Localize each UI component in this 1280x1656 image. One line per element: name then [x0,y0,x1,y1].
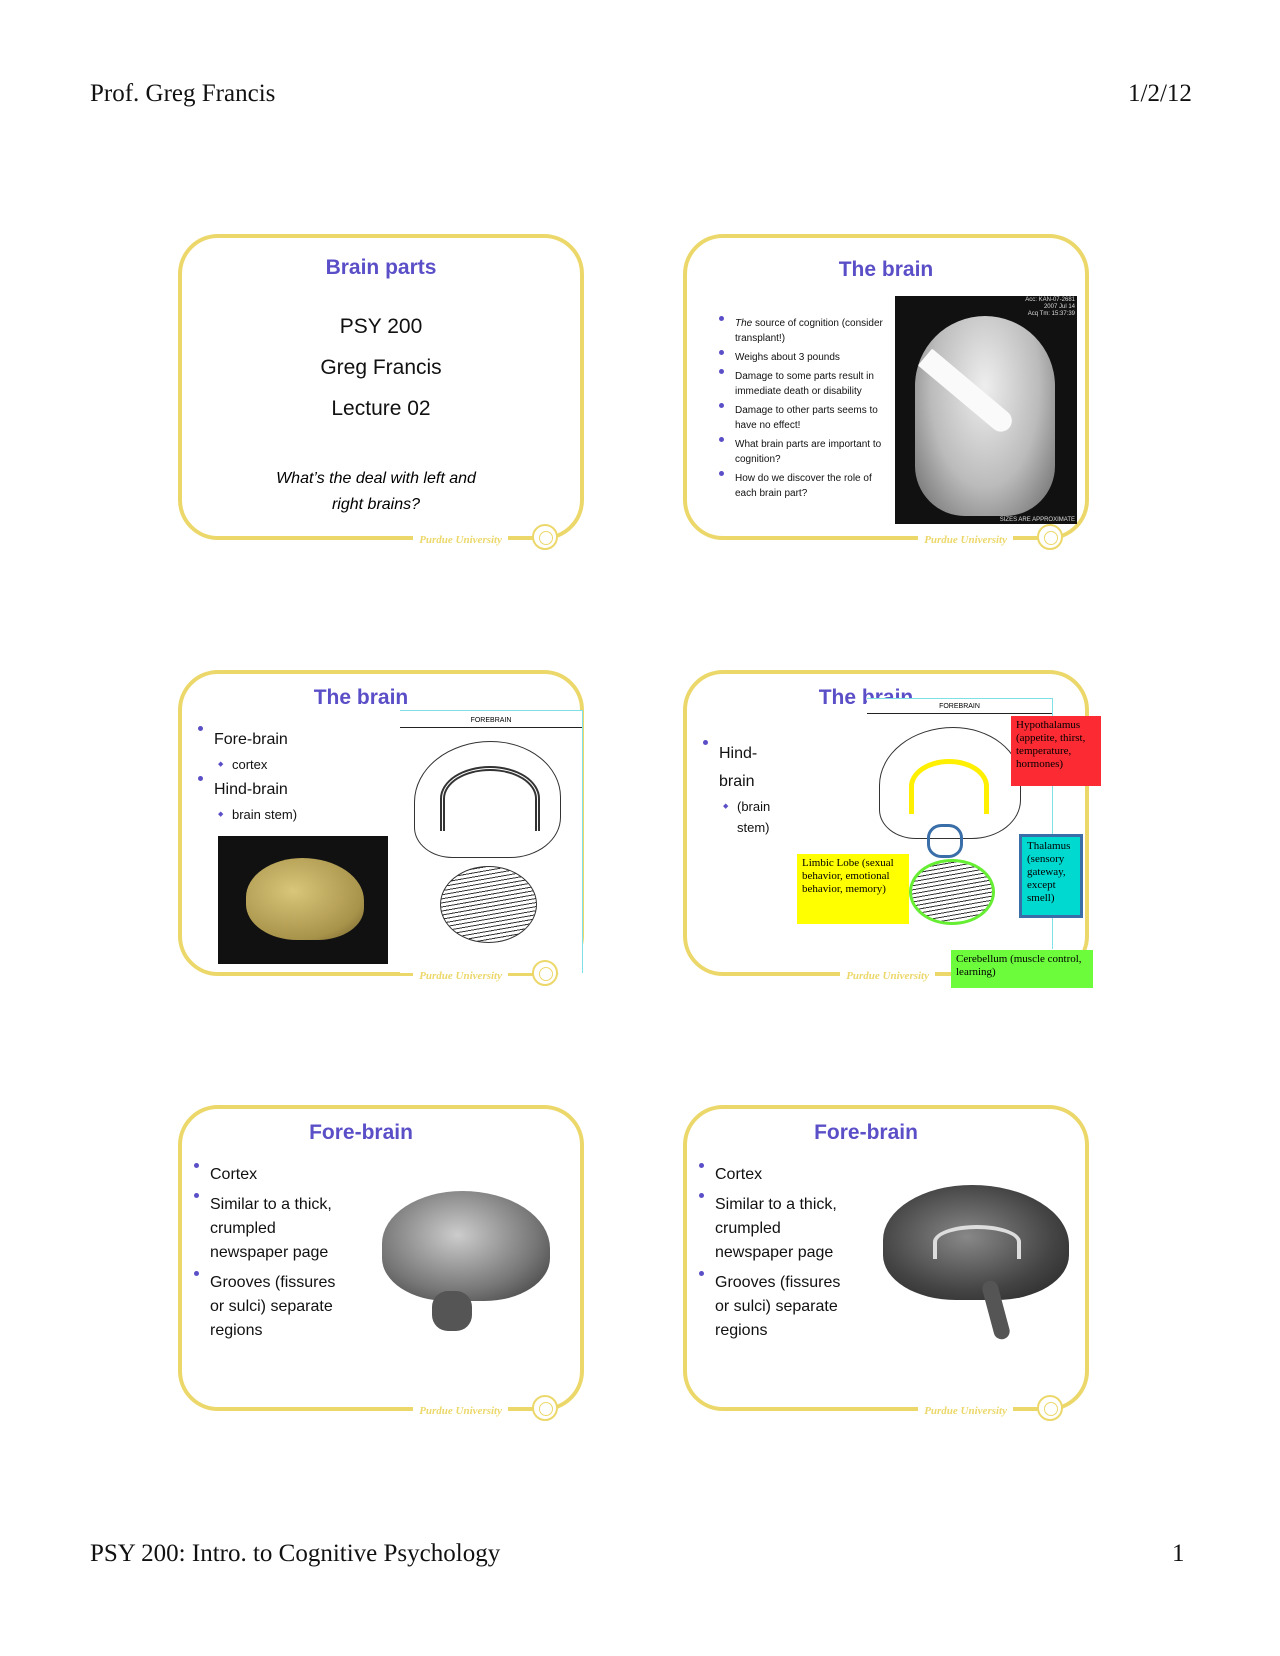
purdue-seal-icon [1037,524,1063,550]
bullet: Fore-brain [196,726,297,754]
bullet-list: Cortex Similar to a thick, crumpled news… [192,1163,352,1343]
bullet: Similar to a thick, crumpled newspaper p… [192,1193,352,1265]
thalamus-label: Thalamus (sensory gateway, except smell) [1019,834,1083,918]
header-author: Prof. Greg Francis [90,80,276,107]
hypothalamus-label: Hypothalamus (appetite, thirst, temperat… [1011,716,1101,786]
bullet: Cortex [192,1163,352,1187]
bullet-list: The source of cognition (consider transp… [717,316,887,501]
course-line: PSY 200 [339,315,423,338]
thalamus-highlight [927,824,963,858]
purdue-brand: Purdue University [413,1405,508,1417]
bullet: How do we discover the role of each brai… [717,471,887,501]
header-date: 1/2/12 [1128,80,1192,107]
purdue-seal-icon [532,524,558,550]
xray-caption: Acq Tm: 15:37:39 [1027,311,1075,317]
xray-caption: 2007 Jul 14 [1043,304,1075,310]
slide-title: The brain [313,686,409,709]
bullet: Cortex [697,1163,857,1187]
footer-course: PSY 200: Intro. to Cognitive Psychology [90,1540,501,1567]
forebrain-diagram: FOREBRAIN [400,710,583,973]
xray-caption: Acc: KAN-07-2681 [1025,297,1075,303]
question-line: right brains? [331,496,421,513]
slide-title: Brain parts [325,256,437,279]
xray-caption: SIZES ARE APPROXIMATE [999,517,1075,523]
sub-bullet: brain stem) [196,804,297,826]
slide-1: Brain parts PSY 200 Greg Francis Lecture… [178,234,584,550]
bullet-list: Hind-brain (brain stem) [701,740,781,838]
bullet: Weighs about 3 pounds [717,350,887,365]
cerebellum-label: Cerebellum (muscle control, learning) [951,950,1093,988]
bullet: Damage to some parts result in immediate… [717,369,887,399]
cerebellum-highlight [909,859,995,925]
purdue-brand: Purdue University [413,534,508,546]
author-line: Greg Francis [320,356,442,379]
purdue-seal-icon [1037,1395,1063,1421]
bullet: What brain parts are important to cognit… [717,437,887,467]
slide-6: Fore-brain Cortex Similar to a thick, cr… [683,1105,1089,1421]
slide-2: The brain The source of cognition (consi… [683,234,1089,550]
slide-title: Fore-brain [309,1121,413,1144]
purdue-brand: Purdue University [840,970,935,982]
bullet-list: Cortex Similar to a thick, crumpled news… [697,1163,857,1343]
bullet: Damage to other parts seems to have no e… [717,403,887,433]
lecture-line: Lecture 02 [331,397,431,420]
bullet-list: Fore-brain cortex Hind-brain brain stem) [196,726,297,826]
slide-title: The brain [838,258,934,281]
bullet: Similar to a thick, crumpled newspaper p… [697,1193,857,1265]
brain-sagittal-image [883,1185,1073,1345]
purdue-brand: Purdue University [918,534,1013,546]
brain-lateral-image [382,1191,552,1336]
question-line: What’s the deal with left and [276,470,476,487]
purdue-seal-icon [532,960,558,986]
purdue-brand: Purdue University [413,970,508,982]
skull-xray-image: Acc: KAN-07-2681 2007 Jul 14 Acq Tm: 15:… [895,296,1077,524]
slide-title: Fore-brain [814,1121,918,1144]
diagram-label: FOREBRAIN [470,717,512,724]
slide-5: Fore-brain Cortex Similar to a thick, cr… [178,1105,584,1421]
sub-bullet: (brain stem) [701,796,781,838]
slide-question: What’s the deal with left and right brai… [182,466,570,518]
bullet: Grooves (fissures or sulci) separate reg… [192,1271,352,1343]
slide-subtitle: PSY 200 Greg Francis Lecture 02 [182,306,580,429]
bullet-emphasis: The [735,318,753,329]
brain-photo [218,836,388,964]
sub-bullet: cortex [196,754,297,776]
bullet: Grooves (fissures or sulci) separate reg… [697,1271,857,1343]
diagram-label: FOREBRAIN [939,703,980,710]
bullet: Hind-brain [196,776,297,804]
bullet-text: source of cognition (consider transplant… [735,318,883,344]
purdue-seal-icon [532,1395,558,1421]
slide-3: The brain Fore-brain cortex Hind-brain b… [178,670,584,986]
bullet: The source of cognition (consider transp… [717,316,887,346]
bullet: Hind-brain [701,740,781,796]
purdue-brand: Purdue University [918,1405,1013,1417]
limbic-lobe-label: Limbic Lobe (sexual behavior, emotional … [797,854,909,924]
limbic-highlight [909,759,989,814]
footer-page-number: 1 [1172,1540,1185,1567]
slide-4: The brain Hind-brain (brain stem) FOREBR… [683,670,1101,988]
